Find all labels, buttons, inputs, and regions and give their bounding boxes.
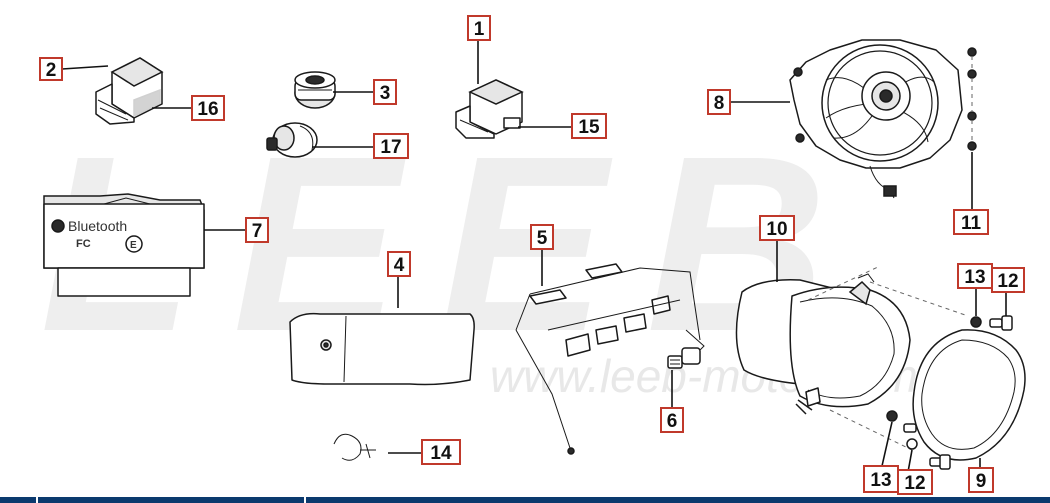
part-8-fan [789,39,977,199]
callout-13-bottom: 13 [863,465,899,493]
svg-text:13: 13 [964,267,985,288]
svg-text:8: 8 [714,93,725,114]
svg-text:11: 11 [961,213,982,234]
bottom-bar [0,497,1050,503]
svg-text:5: 5 [537,228,548,249]
part-2-connector [95,57,164,125]
svg-text:17: 17 [380,137,401,158]
part-12-13-fasteners [886,315,1013,470]
callout-1: 1 [467,15,491,41]
callout-12-bottom: 12 [897,469,933,495]
part-14-clip [333,433,376,461]
part-7-bluetooth-module: Bluetooth FC E [43,193,205,297]
callout-11: 11 [953,209,989,235]
svg-text:3: 3 [380,83,391,104]
callout-3: 3 [373,79,397,105]
callout-16: 16 [191,95,225,121]
part-3-grommet [294,71,336,109]
part-10-shroud [735,265,969,451]
callout-15: 15 [571,113,607,139]
leader-lines [61,39,1007,473]
part-17-cap [266,122,318,158]
svg-text:14: 14 [430,443,452,464]
svg-text:2: 2 [46,60,57,81]
callout-6: 6 [660,407,684,433]
svg-text:16: 16 [197,99,218,120]
svg-text:9: 9 [976,471,987,492]
callout-10: 10 [759,215,795,241]
svg-text:1: 1 [474,19,485,40]
svg-text:6: 6 [667,411,678,432]
callout-13-top: 13 [957,263,993,289]
callout-2: 2 [39,57,63,81]
callout-4: 4 [387,251,411,277]
part-6-bolt [667,347,701,369]
part-5-bracket [515,263,705,455]
fc-mark: FC [76,238,91,250]
callout-9: 9 [968,467,994,493]
callout-5: 5 [530,224,554,250]
ce-mark: E [130,240,137,251]
svg-text:4: 4 [394,255,405,276]
svg-text:12: 12 [904,473,925,494]
callout-17: 17 [373,133,409,159]
callout-7: 7 [245,217,269,243]
callout-14: 14 [421,439,461,465]
part-9-ring [912,329,1026,461]
svg-text:12: 12 [997,271,1018,292]
part-1-connector [455,79,524,139]
callout-8: 8 [707,89,731,115]
svg-text:13: 13 [870,470,891,491]
svg-text:7: 7 [252,221,263,242]
svg-text:15: 15 [578,117,600,138]
bluetooth-label: Bluetooth [68,218,127,234]
svg-text:10: 10 [766,219,787,240]
part-4-cover [289,312,475,386]
callout-12-top: 12 [991,267,1025,293]
